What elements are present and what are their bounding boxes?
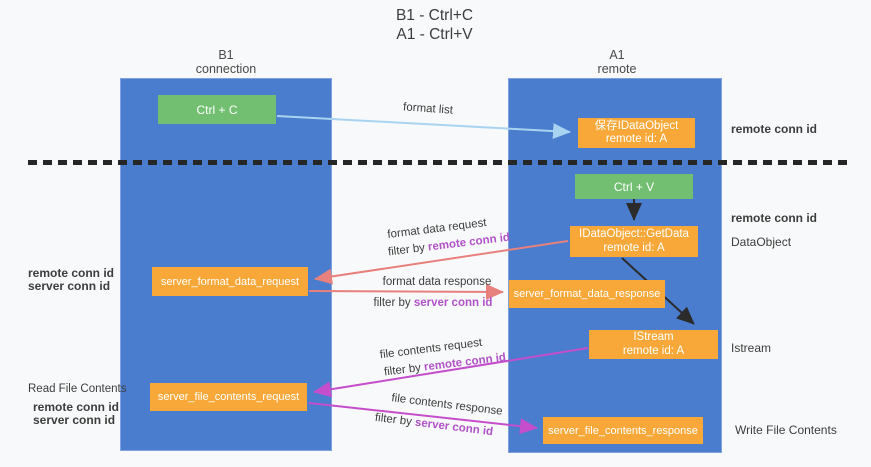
annotation-istream: Istream bbox=[731, 341, 772, 355]
filter-prefix: filter by bbox=[387, 241, 429, 259]
node-server-format-data-response: server_format_data_response bbox=[509, 280, 665, 308]
dashed-divider-line bbox=[28, 160, 848, 165]
getdata-line2: remote id: A bbox=[603, 241, 665, 254]
annotation-write-file-contents: Write File Contents bbox=[735, 423, 837, 437]
lifeline-b1-subtitle: connection bbox=[195, 62, 257, 76]
label-format-data-response: format data response bbox=[382, 276, 492, 288]
node-server-format-data-request: server_format_data_request bbox=[152, 267, 308, 296]
getdata-line1: IDataObject::GetData bbox=[579, 228, 689, 240]
label-filter-server-1: filter by server conn id bbox=[374, 297, 493, 309]
annotation-remote-conn-id-top: remote conn id bbox=[731, 122, 818, 136]
istream-line2: remote id: A bbox=[622, 344, 685, 357]
arrow-format-data-response bbox=[308, 283, 504, 300]
lifeline-b1-title: B1 bbox=[218, 48, 234, 62]
save-idataobject-line2: remote id: A bbox=[605, 133, 668, 145]
istream-line1: IStream bbox=[633, 331, 674, 343]
filter-server-conn-id: server conn id bbox=[413, 297, 493, 309]
save-idataobject-line1: 保存IDataObject bbox=[594, 119, 679, 132]
diagram-title: B1 - Ctrl+C A1 - Ctrl+V bbox=[352, 6, 517, 44]
filter-remote-conn-id: remote conn id bbox=[427, 231, 511, 254]
title-line-2: A1 - Ctrl+V bbox=[396, 26, 473, 43]
filter-server-conn-id: server conn id bbox=[414, 416, 494, 439]
label-format-list: format list bbox=[402, 101, 454, 117]
node-server-file-contents-request: server_file_contents_request bbox=[150, 383, 307, 411]
ctrl-v-label: Ctrl + V bbox=[613, 179, 655, 194]
node-istream: IStream remote id: A bbox=[589, 330, 718, 359]
ctrl-c-label: Ctrl + C bbox=[196, 102, 238, 117]
lifeline-header-a1: A1 remote bbox=[537, 48, 697, 76]
label-file-contents-response: file contents response bbox=[390, 392, 504, 418]
filter-prefix: filter by bbox=[383, 361, 425, 379]
filter-prefix: filter by bbox=[374, 411, 416, 429]
filter-remote-conn-id: remote conn id bbox=[423, 351, 507, 374]
server-file-contents-request-label: server_file_contents_request bbox=[157, 391, 300, 403]
annotation-read-file-contents: Read File Contents bbox=[28, 383, 127, 395]
node-save-idataobject: 保存IDataObject remote id: A bbox=[578, 118, 695, 148]
annotation-left-server-conn-id-mid: server conn id bbox=[28, 279, 111, 293]
server-file-contents-response-label: server_file_contents_response bbox=[548, 424, 698, 437]
lifeline-header-b1: B1 connection bbox=[146, 48, 306, 76]
filter-prefix: filter by bbox=[373, 297, 414, 309]
annotation-left-server-conn-id-bottom: server conn id bbox=[33, 413, 116, 427]
node-ctrl-c: Ctrl + C bbox=[158, 95, 276, 124]
title-line-1: B1 - Ctrl+C bbox=[395, 7, 474, 24]
node-ctrl-v: Ctrl + V bbox=[575, 174, 693, 199]
annotation-dataobject: DataObject bbox=[731, 235, 792, 249]
lifeline-a1-title: A1 bbox=[609, 48, 625, 62]
lifeline-a1-subtitle: remote bbox=[597, 62, 637, 76]
server-format-data-request-label: server_format_data_request bbox=[160, 275, 300, 288]
node-idataobject-getdata: IDataObject::GetData remote id: A bbox=[570, 226, 698, 257]
annotation-left-remote-conn-id-mid: remote conn id bbox=[28, 266, 115, 280]
label-filter-server-2: filter by server conn id bbox=[374, 412, 493, 438]
annotation-remote-conn-id-mid: remote conn id bbox=[731, 211, 818, 225]
server-format-data-response-label: server_format_data_response bbox=[513, 288, 661, 300]
annotation-left-remote-conn-id-bottom: remote conn id bbox=[33, 400, 120, 414]
node-server-file-contents-response: server_file_contents_response bbox=[543, 417, 703, 444]
